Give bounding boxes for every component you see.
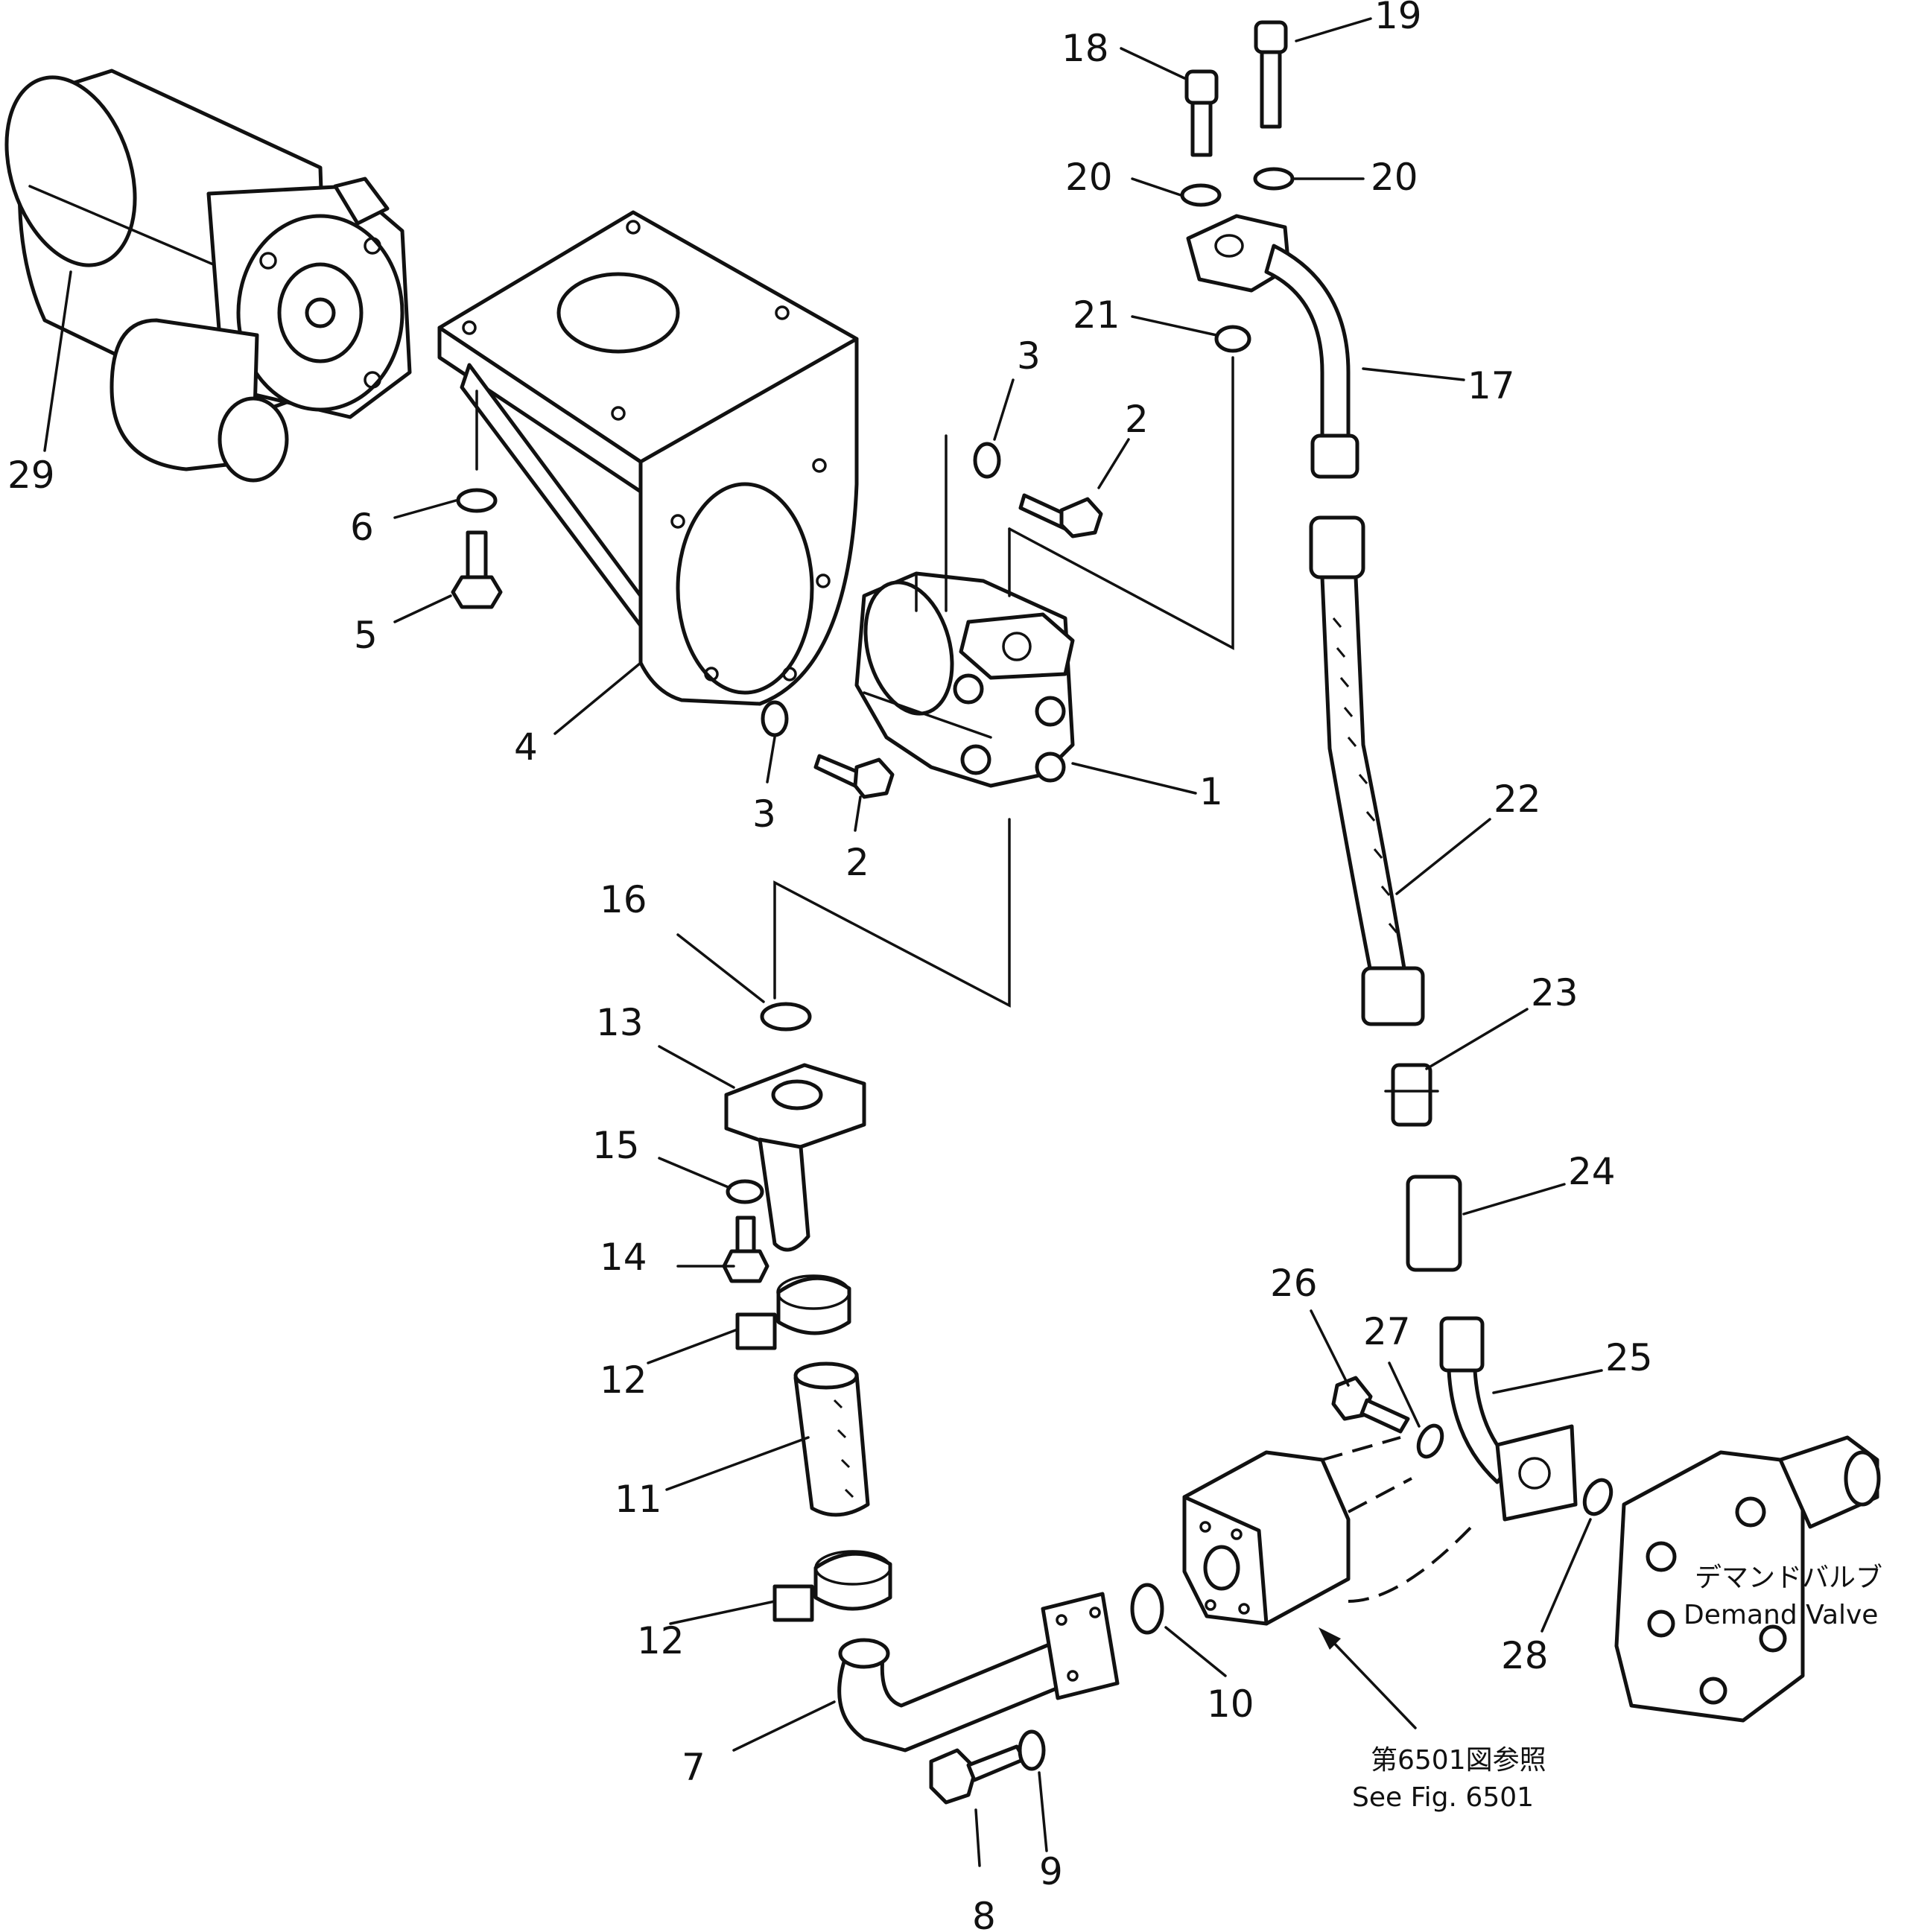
part-6-washer (456, 488, 498, 513)
demand-valve-label-en: Demand Valve (1684, 1600, 1878, 1630)
part-9-washer (1018, 1729, 1046, 1771)
callout-14: 14 (600, 1236, 647, 1279)
callout-19: 19 (1374, 0, 1422, 37)
part-24-sleeve (1406, 1175, 1462, 1272)
callout-18: 18 (1062, 27, 1109, 70)
callout-21: 21 (1073, 293, 1120, 337)
part-7-suction-pipe (837, 1592, 1120, 1753)
valve-block (1182, 1436, 1476, 1626)
part-22-hose (1309, 515, 1425, 1026)
part-20-washer-right (1253, 167, 1295, 191)
callout-29: 29 (7, 454, 55, 497)
callout-23: 23 (1531, 971, 1578, 1014)
part-10-oring (1130, 1583, 1164, 1635)
callout-4: 4 (514, 725, 538, 769)
callout-15: 15 (592, 1124, 640, 1167)
part-3-washer-lower (761, 700, 789, 737)
callout-2-lower: 2 (845, 841, 869, 884)
callout-20-right: 20 (1371, 156, 1418, 199)
see-fig-label-en: See Fig. 6501 (1352, 1782, 1534, 1813)
part-25-elbow-flange (1439, 1316, 1578, 1522)
callout-17: 17 (1467, 364, 1515, 407)
demand-valve-label-jp: デマンドバルブ (1695, 1563, 1882, 1593)
callout-6: 6 (350, 506, 374, 549)
part-12-clamp-lower (772, 1550, 892, 1622)
callout-2-upper: 2 (1125, 398, 1149, 441)
callout-26: 26 (1270, 1262, 1318, 1305)
callout-24: 24 (1568, 1150, 1616, 1193)
callout-12-lower: 12 (637, 1619, 685, 1662)
callout-20-left: 20 (1065, 156, 1113, 199)
part-23-adapter (1384, 1063, 1439, 1127)
part-8-bolt (929, 1744, 1027, 1805)
part-2-bolt-lower (813, 754, 895, 799)
part-13-flange-pipe (724, 1063, 866, 1252)
demand-valve (1614, 1435, 1881, 1723)
callout-10: 10 (1207, 1682, 1254, 1726)
part-16-oring (760, 1002, 812, 1032)
callout-28: 28 (1501, 1634, 1549, 1677)
part-5-bolt (451, 530, 503, 609)
part-27-washer (1416, 1423, 1444, 1459)
part-15-washer (726, 1179, 764, 1204)
callout-11: 11 (615, 1478, 662, 1521)
reference-arrow (1319, 1627, 1417, 1729)
callout-7: 7 (682, 1746, 705, 1789)
part-12-clamp-upper (735, 1274, 851, 1350)
reference-notes: デマンドバルブ Demand Valve 第6501図参照 See Fig. 6… (1352, 1563, 1882, 1813)
part-3-washer-upper (973, 442, 1001, 479)
part-29-motor-unit (4, 69, 412, 483)
callout-8: 8 (972, 1895, 996, 1932)
callout-25: 25 (1605, 1336, 1653, 1379)
part-21-oring (1214, 325, 1251, 353)
part-11-hose (793, 1361, 870, 1517)
callout-3-upper: 3 (1017, 334, 1041, 378)
part-28-oring (1582, 1478, 1614, 1516)
callout-13: 13 (596, 1001, 644, 1044)
part-17-pipe-flange (1186, 214, 1359, 479)
callout-12-upper: 12 (600, 1359, 647, 1402)
part-18-bolt (1184, 69, 1219, 157)
part-4-bracket (437, 210, 859, 706)
leader-lines (43, 17, 1603, 1867)
callout-22: 22 (1494, 778, 1541, 821)
callout-labels: 1 2 2 3 3 4 5 6 7 8 9 10 11 12 12 13 14 … (7, 0, 1653, 1932)
callout-1: 1 (1199, 770, 1223, 813)
part-14-bolt (722, 1216, 770, 1283)
callout-27: 27 (1363, 1310, 1411, 1353)
callout-16: 16 (600, 878, 647, 921)
part-2-bolt-upper (1018, 493, 1103, 538)
callout-9: 9 (1039, 1850, 1063, 1893)
see-fig-label-jp: 第6501図参照 (1371, 1745, 1546, 1776)
callout-5: 5 (354, 614, 378, 657)
part-26-bolt (1331, 1376, 1410, 1434)
part-1-pump (854, 571, 1075, 788)
part-19-bolt (1254, 20, 1288, 129)
alignment-lines (475, 356, 1234, 1008)
callout-3-lower: 3 (752, 792, 776, 836)
part-20-washer-left (1180, 183, 1222, 207)
